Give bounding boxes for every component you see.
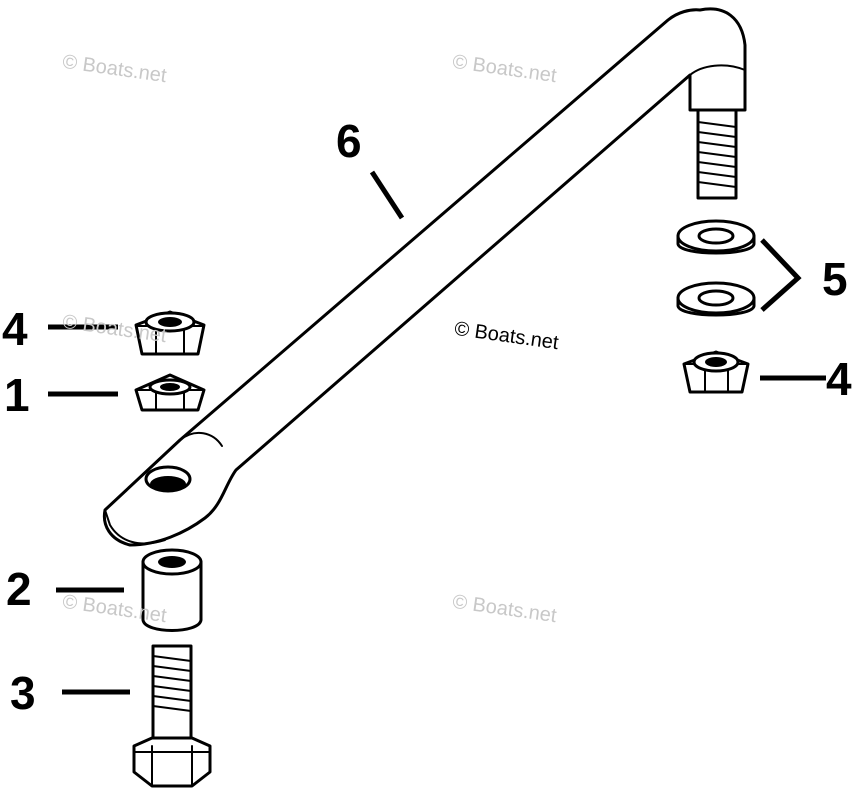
callout-4-right: 4 <box>826 353 852 405</box>
callout-1: 1 <box>4 369 30 421</box>
rod-threaded-stud <box>696 108 738 200</box>
washer-upper <box>676 219 756 255</box>
steering-link-rod <box>102 7 747 547</box>
leader-6 <box>369 170 405 220</box>
spacer <box>141 548 203 632</box>
callout-3: 3 <box>10 667 36 719</box>
hex-nut <box>134 373 206 412</box>
bolt <box>132 644 212 788</box>
leader-lines <box>48 170 826 695</box>
callout-4-left: 4 <box>2 303 28 355</box>
callout-6: 6 <box>336 115 362 167</box>
locknut-right <box>682 350 750 394</box>
callout-5: 5 <box>822 253 848 305</box>
locknut-left <box>134 310 206 356</box>
washer-lower <box>676 281 756 317</box>
callout-2: 2 <box>6 563 32 615</box>
bracket-5 <box>760 238 802 312</box>
